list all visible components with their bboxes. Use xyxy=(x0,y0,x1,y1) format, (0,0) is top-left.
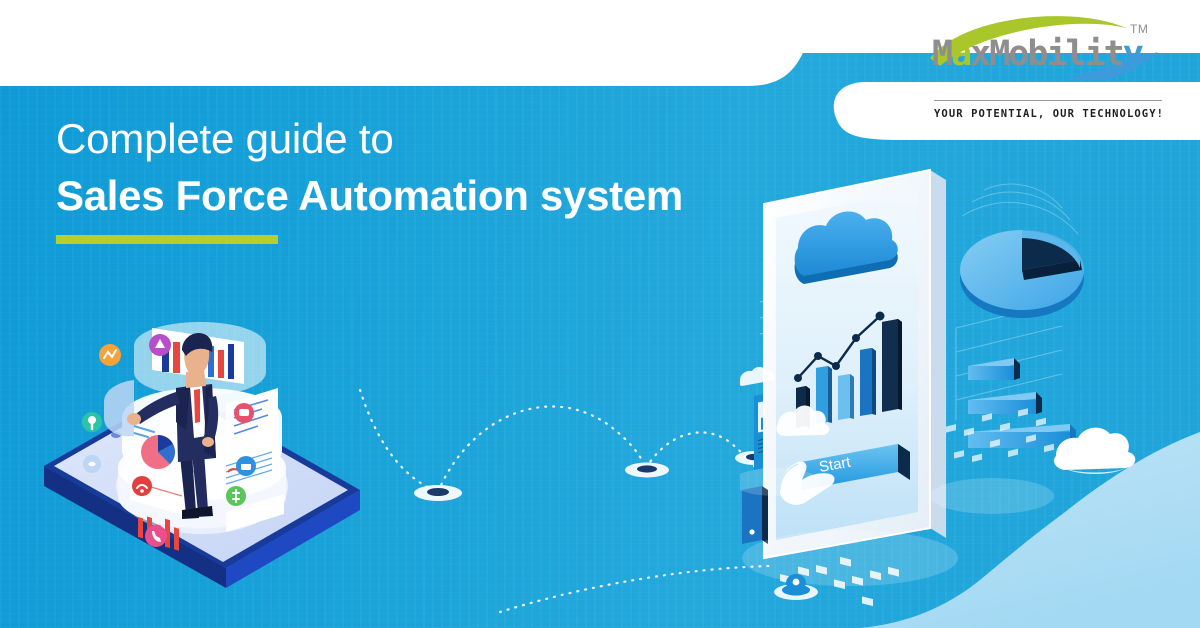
cloud-icon xyxy=(794,211,898,284)
floating-app-icons xyxy=(82,334,256,547)
logo-trademark: TM xyxy=(1130,22,1149,36)
connector-paths xyxy=(358,388,822,614)
app-icon-pink-chat xyxy=(234,403,254,423)
cloud-shape-right xyxy=(1054,427,1136,474)
horizontal-bar-chart-3d xyxy=(968,358,1076,448)
line-chart-points xyxy=(794,311,885,382)
logo-wordmark: MaxMobility xyxy=(932,34,1144,74)
logo-word-y: y xyxy=(1122,34,1144,74)
app-icon-red-wifi xyxy=(132,476,152,496)
small-device xyxy=(742,486,768,544)
logo-word-xmobilit: xMobilit xyxy=(970,34,1125,74)
logo-tagline: YOUR POTENTIAL, OUR TECHNOLOGY! xyxy=(934,108,1165,120)
pie-chart-3d xyxy=(960,230,1084,318)
cloud-shape-small xyxy=(776,405,830,436)
illustration-3d-analytics-phone: Start xyxy=(740,168,1136,607)
headline-block: Complete guide to Sales Force Automation… xyxy=(56,113,716,245)
logo-word-m: M xyxy=(932,34,953,74)
app-icon-green-dollar xyxy=(226,486,246,506)
headline-line-2: Sales Force Automation system xyxy=(56,172,683,220)
brand-logo[interactable]: MaxMobility TM YOUR POTENTIAL, OUR TECHN… xyxy=(870,0,1200,140)
illustration-isometric-phone-dashboard xyxy=(44,322,360,588)
hand-cursor-icon xyxy=(779,461,835,505)
logo-swoosh-icon xyxy=(930,16,1158,80)
headline-underline-accent xyxy=(56,235,278,245)
app-icon-purple xyxy=(149,334,171,356)
logo-word-a: a xyxy=(951,34,972,74)
app-icon-light-blue xyxy=(83,455,101,473)
logo-divider xyxy=(934,100,1162,101)
cloud-shape-tiny xyxy=(740,366,775,386)
app-icon-teal xyxy=(82,412,102,432)
start-button-label: Start xyxy=(818,454,853,476)
phone-3d: Start xyxy=(742,168,946,560)
app-icon-blue-calendar xyxy=(236,456,256,476)
ground-shadows xyxy=(740,468,1054,586)
app-icon-magenta-phone xyxy=(145,525,167,547)
location-pin-icon xyxy=(774,574,818,600)
app-icon-orange xyxy=(99,344,121,366)
logo-inner: MaxMobility TM YOUR POTENTIAL, OUR TECHN… xyxy=(930,14,1172,126)
businessman-figure xyxy=(127,332,219,519)
headline-line-1: Complete guide to xyxy=(56,115,394,162)
path-node-pins xyxy=(414,451,775,501)
